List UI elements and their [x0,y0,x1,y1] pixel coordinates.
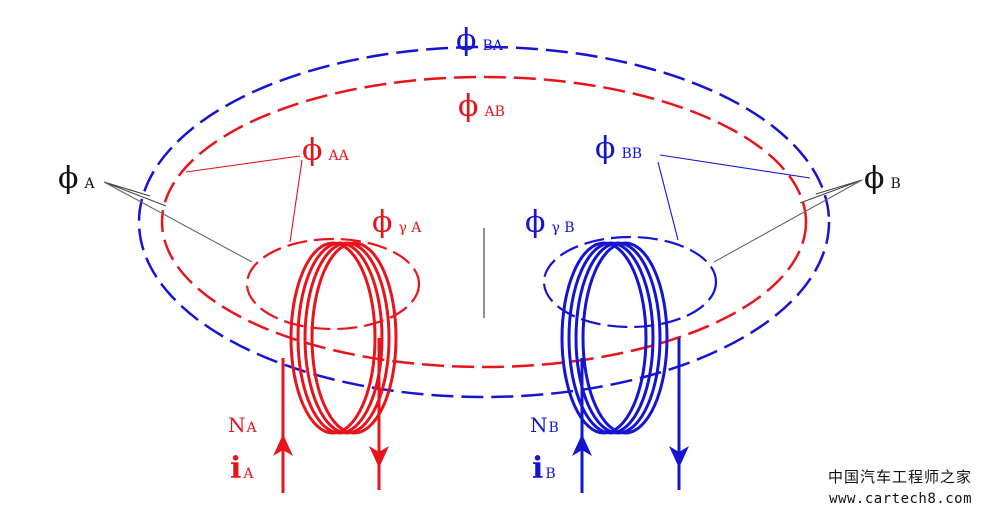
label-current-a-sub: A [242,466,254,482]
svg-text:ϕAA: ϕ AA [302,133,350,168]
label-phi-b-sub: B [890,176,900,192]
svg-text:ϕγ A: ϕγ A [372,205,422,240]
label-phi-gamma-b-sub: γ B [551,220,574,236]
label-current-b: i [532,451,543,486]
svg-text:ϕγ B: ϕγ B [525,205,575,240]
label-turns-a-sub: A [246,420,258,436]
coil-b-arrow-down [669,446,689,468]
label-phi-aa-sub: AA [327,148,349,164]
flux-loop-phi-ab [160,75,808,369]
label-phi-gamma-a-sub: γ A [398,220,422,236]
label-phi-b: ϕ [864,161,884,196]
coil-b-arrow-up [572,434,592,456]
svg-text:ϕA: ϕA [58,161,95,196]
svg-text:ϕAB: ϕ AB [458,89,505,124]
svg-text:iB: iB [532,451,556,486]
label-phi-a: ϕ [58,161,78,196]
label-phi-a-sub: A [83,176,95,192]
label-current-a: i [230,451,241,486]
label-phi-ab-sub: AB [483,104,504,120]
coil-a-arrow-up [273,434,293,456]
svg-text:iA: iA [230,451,254,486]
label-phi-gamma-a: ϕ [372,205,392,240]
svg-text:NB: NB [530,413,559,437]
label-phi-bb-sub: BB [621,146,642,162]
svg-text:ϕBA: ϕ BA [456,23,504,58]
coil-b [560,241,669,435]
label-turns-b: N [530,413,548,437]
label-turns-a: N [228,413,246,437]
label-phi-ba: ϕ [456,23,476,58]
label-phi-aa: ϕ [302,133,322,168]
watermark-url: www.cartech8.com [829,491,972,507]
label-current-b-sub: B [545,466,555,482]
svg-text:ϕBB: ϕ BB [595,131,642,166]
watermark-name: 中国汽车工程师之家 [827,468,972,486]
leader-lines [103,154,863,263]
coil-a-arrow-down [369,446,389,468]
coil-a [289,241,398,435]
leakage-loop-phi-gamma-a [245,237,421,331]
label-phi-bb: ϕ [595,131,615,166]
svg-text:ϕB: ϕB [864,161,901,196]
leakage-loop-phi-gamma-b [542,235,718,329]
flux-loop-phi-ba [137,45,831,399]
svg-text:NA: NA [228,413,258,437]
label-phi-gamma-b: ϕ [525,205,545,240]
label-phi-ab: ϕ [458,89,478,124]
label-turns-b-sub: B [549,420,559,436]
label-phi-ba-sub: BA [482,38,503,54]
